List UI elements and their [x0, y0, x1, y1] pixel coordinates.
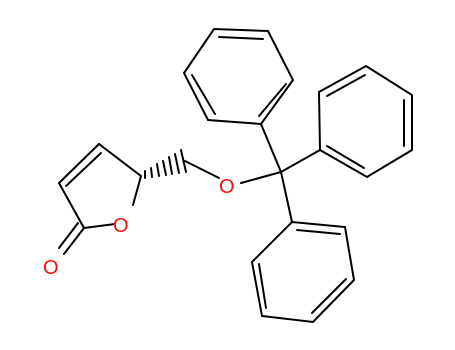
- bond-c3-c4: [58, 143, 100, 184]
- hashed-wedge-bond: [144, 149, 187, 179]
- bond-o-ctrityl: [240, 171, 282, 184]
- bond-c2-c3: [58, 182, 85, 229]
- bond-ch2-o: [184, 160, 220, 179]
- bond-c2-carbonyl-double: [58, 222, 79, 249]
- bond-c3-c4-double: [65, 152, 102, 187]
- bond-trityl-lower-phenyl: [280, 171, 293, 223]
- bond-c2-carbonyl: [63, 227, 85, 255]
- bond-trityl-right-phenyl: [280, 149, 321, 173]
- bond-trityl-upper-phenyl: [260, 123, 282, 173]
- lactone-ring: [58, 143, 142, 255]
- carbonyl-oxygen-label: O: [43, 257, 59, 279]
- ring-oxygen-label: O: [113, 215, 129, 237]
- phenyl-ring-upper: [182, 27, 295, 126]
- phenyl-ring-right: [317, 64, 413, 179]
- ether-oxygen-label: O: [219, 176, 235, 198]
- phenyl-ring-lower: [250, 220, 356, 324]
- bond-c4-c5: [98, 143, 142, 177]
- bond-o1-c2: [83, 223, 116, 229]
- bond-c5-o1: [132, 175, 142, 206]
